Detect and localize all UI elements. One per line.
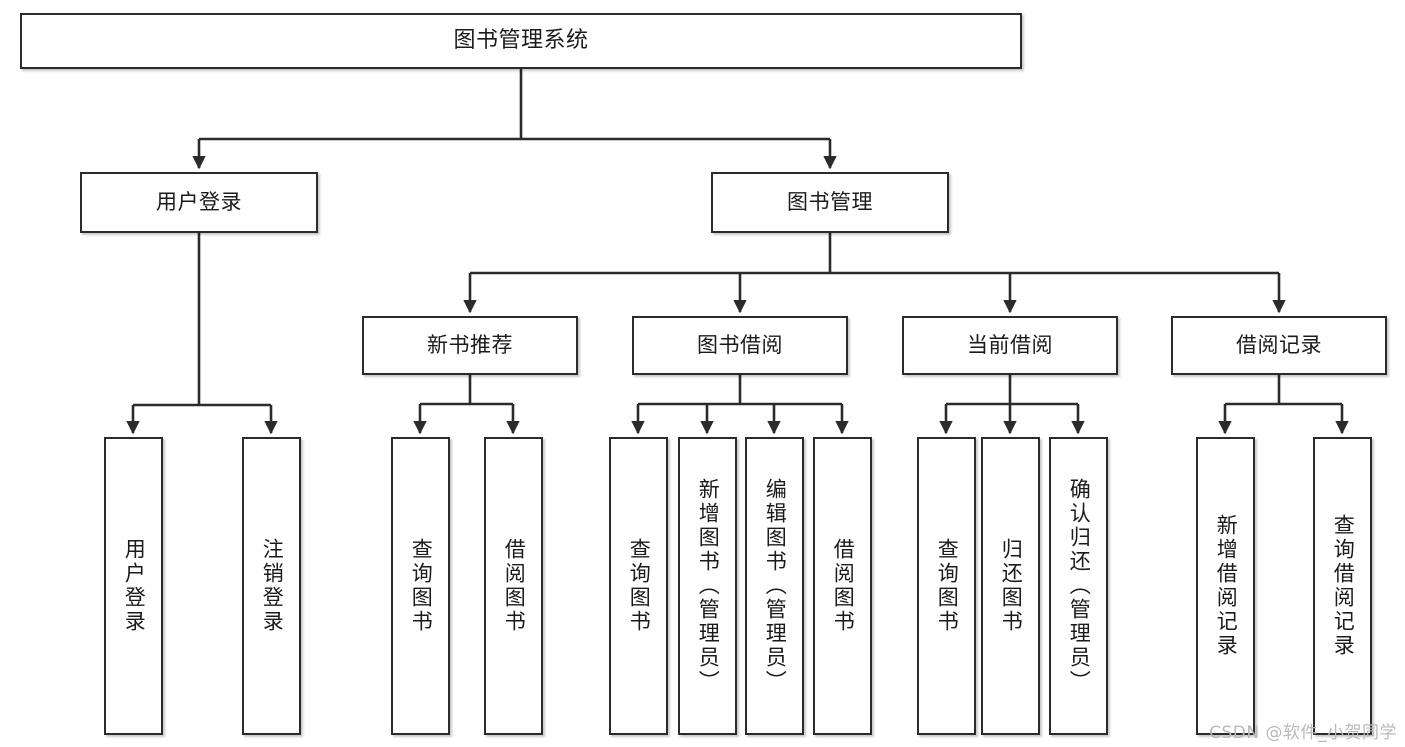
node-label: 用户登录	[156, 190, 242, 215]
node-label: 新增借阅记录	[1214, 514, 1239, 658]
leaf-recommend-query-book[interactable]: 查询图书	[391, 437, 450, 735]
node-label: 查询图书	[409, 538, 434, 634]
leaf-borrow-query-book[interactable]: 查询图书	[609, 437, 668, 735]
node-label: 注销登录	[260, 538, 285, 634]
node-label: 查询图书	[627, 538, 652, 634]
leaf-user-login-login[interactable]: 用户登录	[104, 437, 163, 735]
leaf-record-add-record[interactable]: 新增借阅记录	[1196, 437, 1255, 735]
leaf-user-login-logout[interactable]: 注销登录	[242, 437, 301, 735]
node-label: 确认归还（管理员）	[1067, 478, 1092, 694]
node-new-book-recommend[interactable]: 新书推荐	[362, 316, 578, 375]
leaf-borrow-add-book-admin[interactable]: 新增图书（管理员）	[678, 437, 737, 735]
node-label: 图书借阅	[697, 333, 783, 358]
watermark: CSDN @软件_小贺同学	[1209, 723, 1397, 743]
node-label: 用户登录	[122, 538, 147, 634]
leaf-current-query-book[interactable]: 查询图书	[917, 437, 976, 735]
node-label: 归还图书	[999, 538, 1024, 634]
node-current-borrow[interactable]: 当前借阅	[902, 316, 1118, 375]
node-label: 查询图书	[935, 538, 960, 634]
leaf-current-return-book[interactable]: 归还图书	[981, 437, 1040, 735]
node-book-borrow[interactable]: 图书借阅	[632, 316, 848, 375]
node-label: 编辑图书（管理员）	[763, 478, 788, 694]
node-label: 借阅记录	[1236, 333, 1322, 358]
node-label: 图书管理	[787, 190, 873, 215]
node-book-management[interactable]: 图书管理	[711, 172, 949, 233]
node-label: 当前借阅	[967, 333, 1053, 358]
node-label: 新增图书（管理员）	[696, 478, 721, 694]
leaf-recommend-borrow-book[interactable]: 借阅图书	[484, 437, 543, 735]
leaf-current-confirm-return-admin[interactable]: 确认归还（管理员）	[1049, 437, 1108, 735]
node-label: 图书管理系统	[453, 28, 589, 54]
node-user-login[interactable]: 用户登录	[80, 172, 318, 233]
leaf-borrow-edit-book-admin[interactable]: 编辑图书（管理员）	[745, 437, 804, 735]
node-label: 查询借阅记录	[1331, 514, 1356, 658]
leaf-borrow-borrow-book[interactable]: 借阅图书	[813, 437, 872, 735]
node-borrow-record[interactable]: 借阅记录	[1171, 316, 1387, 375]
node-label: 借阅图书	[831, 538, 856, 634]
node-label: 借阅图书	[502, 538, 527, 634]
leaf-record-query-record[interactable]: 查询借阅记录	[1313, 437, 1372, 735]
node-root-system[interactable]: 图书管理系统	[20, 13, 1022, 69]
node-label: 新书推荐	[427, 333, 513, 358]
